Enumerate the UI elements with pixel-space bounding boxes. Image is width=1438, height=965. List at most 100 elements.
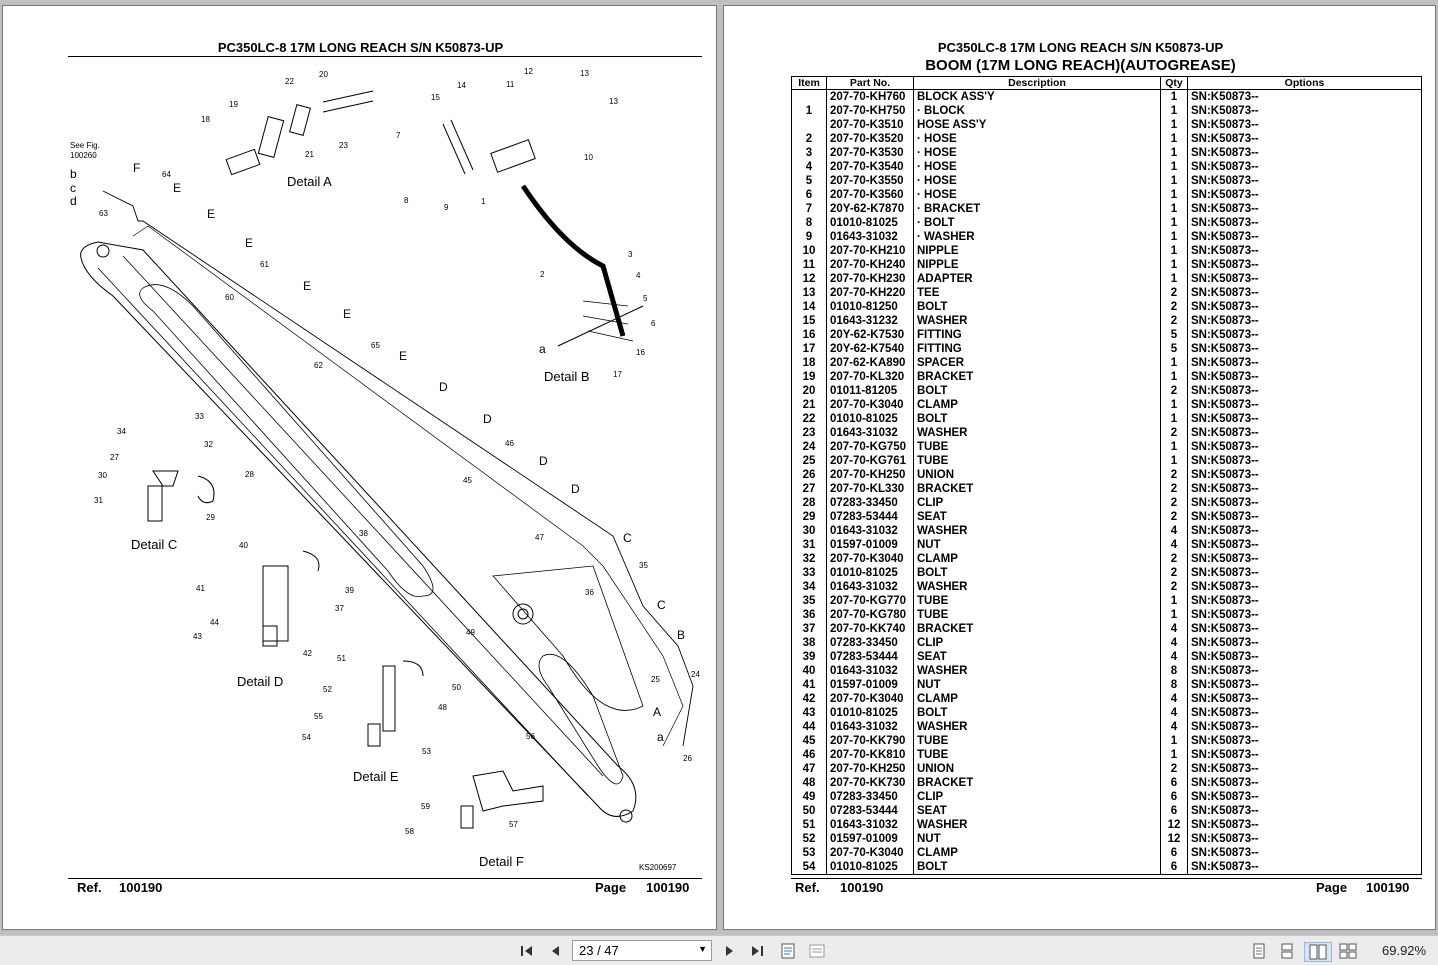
- row-part-no: 01643-31032: [826, 664, 914, 678]
- drawing-code: KS200697: [639, 863, 677, 872]
- row-qty: 1: [1160, 356, 1188, 370]
- right-page: PC350LC-8 17M LONG REACH S/N K50873-UP B…: [723, 5, 1436, 930]
- col-part-no: Part No.: [826, 76, 914, 90]
- next-page-icon[interactable]: [720, 942, 740, 960]
- item-callout: 6: [651, 319, 656, 328]
- row-options: SN:K50873--: [1187, 860, 1422, 875]
- row-qty: 1: [1160, 412, 1188, 426]
- row-part-no: 207-70-KH230: [826, 272, 914, 286]
- row-item: 6: [791, 188, 827, 202]
- row-options: SN:K50873--: [1187, 174, 1422, 188]
- item-callout: 10: [584, 153, 593, 162]
- callout-letter: E: [399, 349, 407, 363]
- fit-page-icon[interactable]: [777, 942, 799, 960]
- item-callout: 62: [314, 361, 323, 370]
- item-callout: 13: [580, 69, 589, 78]
- callout-letter: D: [571, 482, 580, 496]
- row-qty: 12: [1160, 832, 1188, 846]
- left-footer-ref-label: Ref.: [77, 880, 102, 895]
- zoom-level[interactable]: 69.92%: [1382, 943, 1427, 958]
- row-options: SN:K50873--: [1187, 790, 1422, 804]
- left-page: PC350LC-8 17M LONG REACH S/N K50873-UP: [2, 5, 717, 930]
- row-item: 33: [791, 566, 827, 580]
- item-callout: 56: [526, 732, 535, 741]
- row-options: SN:K50873--: [1187, 202, 1422, 216]
- row-part-no: 207-70-KH250: [826, 762, 914, 776]
- row-item: 5: [791, 174, 827, 188]
- item-callout: 19: [229, 100, 238, 109]
- row-item: 44: [791, 720, 827, 734]
- two-page-continuous-icon[interactable]: [1337, 942, 1359, 960]
- callout-letter: B: [677, 628, 685, 642]
- row-item: 53: [791, 846, 827, 860]
- single-page-icon[interactable]: [1249, 942, 1269, 960]
- row-item: 41: [791, 678, 827, 692]
- row-part-no: 01010-81025: [826, 860, 914, 875]
- row-qty: 1: [1160, 244, 1188, 258]
- row-item: 29: [791, 510, 827, 524]
- row-item: 39: [791, 650, 827, 664]
- item-callout: 54: [302, 733, 311, 742]
- row-item: 49: [791, 790, 827, 804]
- row-qty: 2: [1160, 496, 1188, 510]
- row-description: · BRACKET: [913, 202, 1161, 216]
- row-description: BOLT: [913, 860, 1161, 875]
- row-item: 13: [791, 286, 827, 300]
- item-callout: 33: [195, 412, 204, 421]
- first-page-icon[interactable]: [516, 942, 538, 960]
- row-qty: 2: [1160, 384, 1188, 398]
- row-part-no: 207-70-K3040: [826, 846, 914, 860]
- row-options: SN:K50873--: [1187, 482, 1422, 496]
- row-options: SN:K50873--: [1187, 706, 1422, 720]
- item-callout: 50: [452, 683, 461, 692]
- row-options: SN:K50873--: [1187, 104, 1422, 118]
- row-item: 8: [791, 216, 827, 230]
- two-page-icon[interactable]: [1304, 942, 1332, 962]
- row-options: SN:K50873--: [1187, 734, 1422, 748]
- right-footer-ref-label: Ref.: [795, 880, 820, 895]
- last-page-icon[interactable]: [746, 942, 768, 960]
- page-number-select[interactable]: 23 / 47 ▼: [572, 940, 712, 961]
- row-options: SN:K50873--: [1187, 146, 1422, 160]
- row-item: 45: [791, 734, 827, 748]
- item-callout: 55: [314, 712, 323, 721]
- item-callout: 32: [204, 440, 213, 449]
- row-qty: 8: [1160, 678, 1188, 692]
- row-description: CLIP: [913, 636, 1161, 650]
- item-callout: 13: [609, 97, 618, 106]
- callout-letter: D: [539, 454, 548, 468]
- row-options: SN:K50873--: [1187, 622, 1422, 636]
- row-options: SN:K50873--: [1187, 524, 1422, 538]
- row-options: SN:K50873--: [1187, 804, 1422, 818]
- row-part-no: 207-70-KH240: [826, 258, 914, 272]
- item-callout: 29: [206, 513, 215, 522]
- item-callout: 12: [524, 67, 533, 76]
- item-callout: 9: [444, 203, 449, 212]
- row-part-no: 20Y-62-K7870: [826, 202, 914, 216]
- continuous-page-icon[interactable]: [1277, 942, 1297, 960]
- row-description: TUBE: [913, 734, 1161, 748]
- row-item: 2: [791, 132, 827, 146]
- row-item: 36: [791, 608, 827, 622]
- row-qty: 2: [1160, 300, 1188, 314]
- item-callout: 51: [337, 654, 346, 663]
- item-callout: 41: [196, 584, 205, 593]
- prev-page-icon[interactable]: [545, 942, 565, 960]
- fit-width-icon[interactable]: [806, 942, 828, 960]
- callout-letter: E: [173, 181, 181, 195]
- row-description: · HOSE: [913, 132, 1161, 146]
- row-description: NIPPLE: [913, 244, 1161, 258]
- row-description: HOSE ASS'Y: [913, 118, 1161, 132]
- row-part-no: 01011-81205: [826, 384, 914, 398]
- row-description: · HOSE: [913, 188, 1161, 202]
- row-description: WASHER: [913, 580, 1161, 594]
